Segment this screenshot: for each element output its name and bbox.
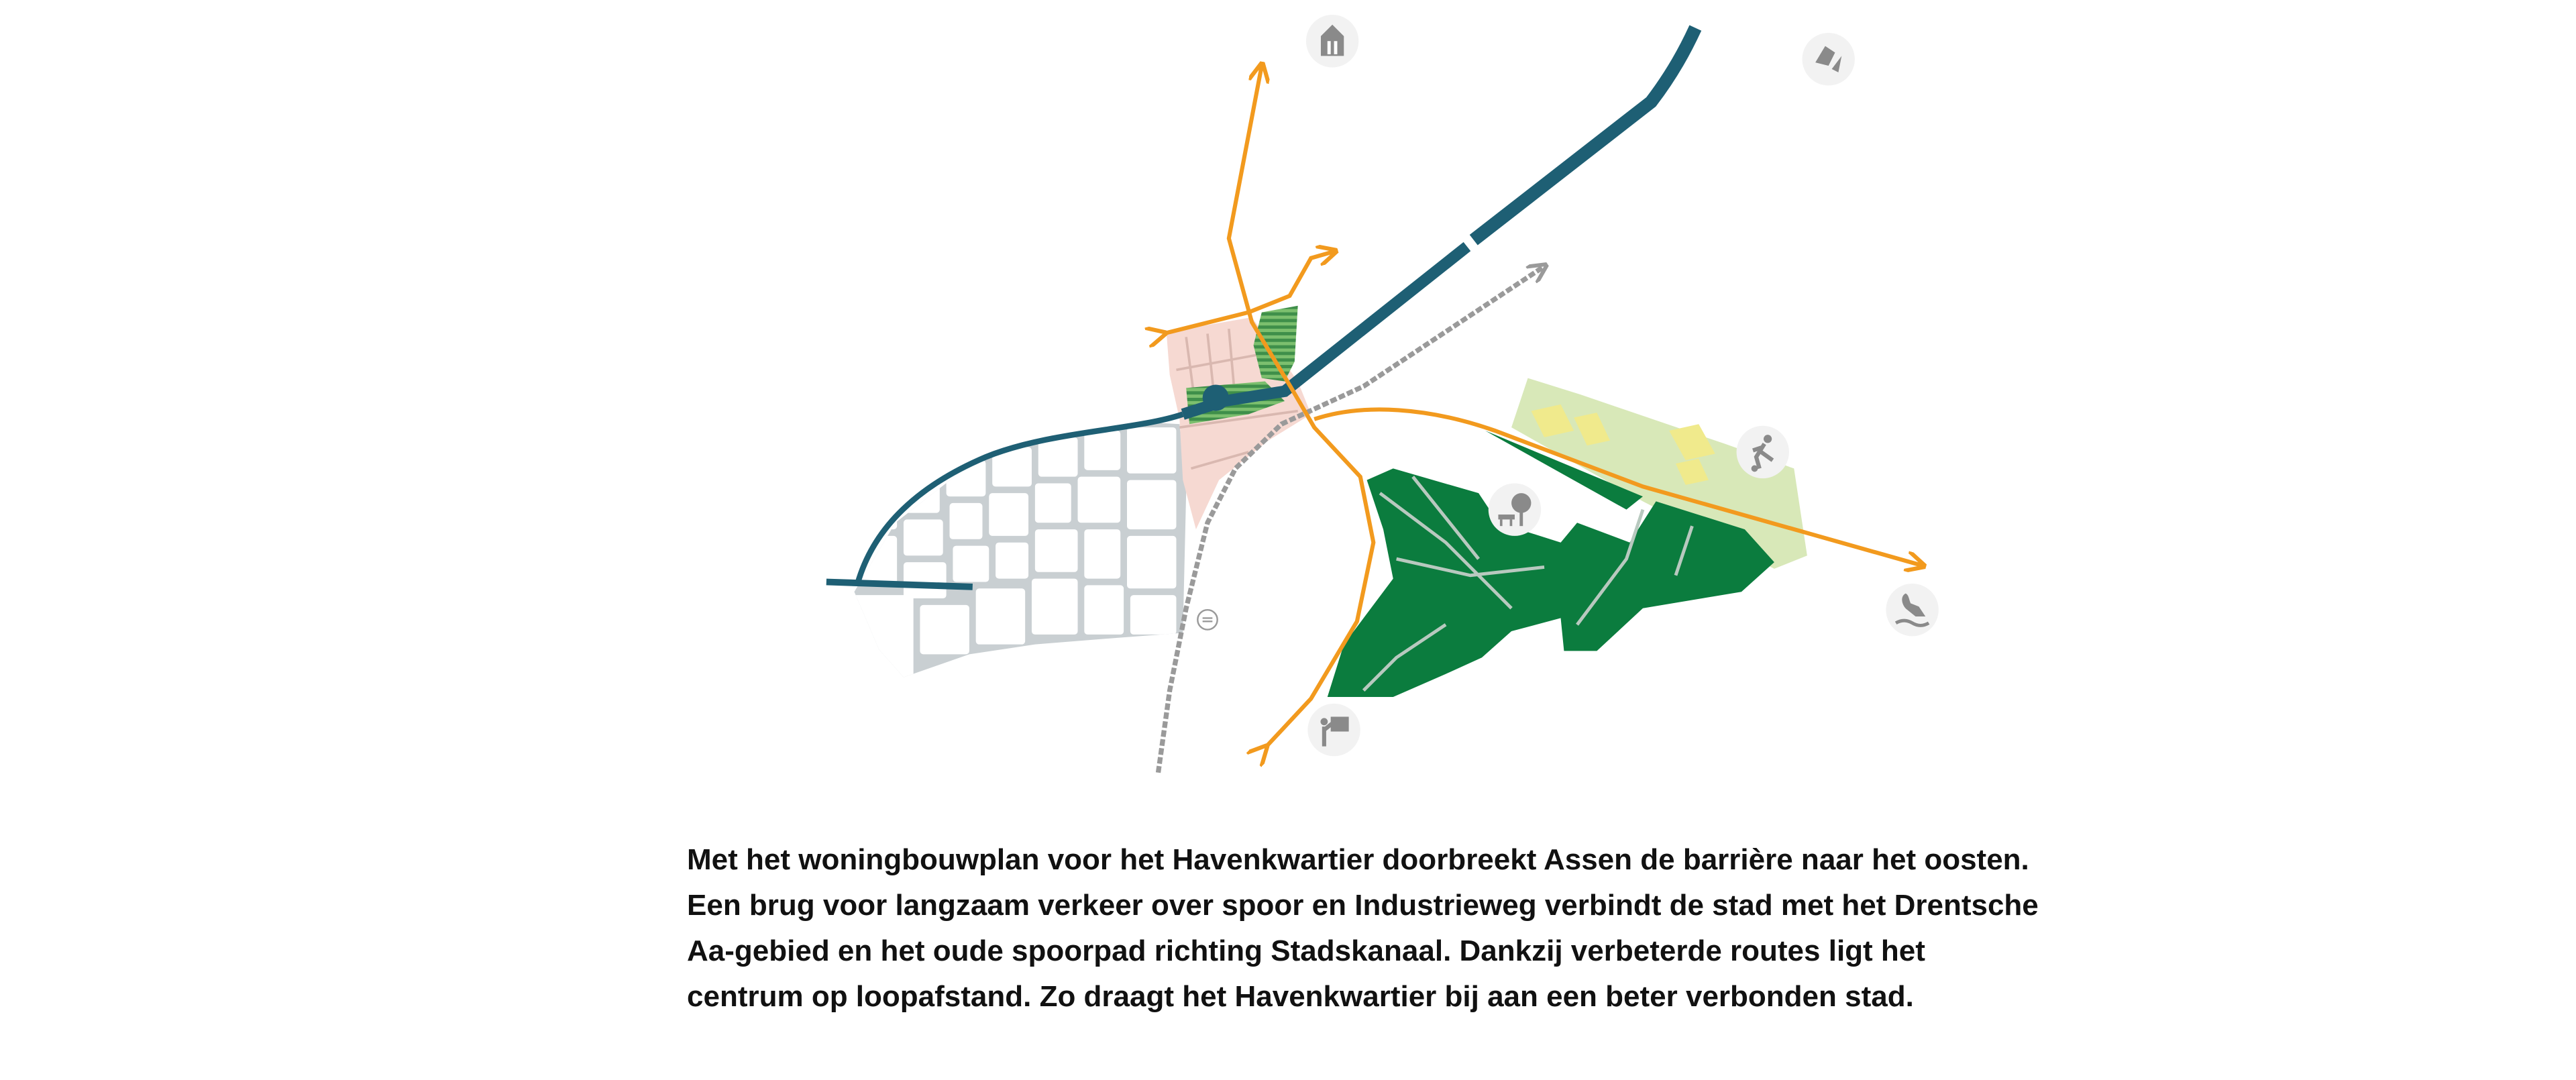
caption-line: centrum op loopafstand. Zo draagt het Ha… — [687, 980, 1914, 1013]
park-bench-tree-icon — [1488, 483, 1542, 536]
sports-fields — [1531, 404, 1715, 485]
park-paths — [1362, 476, 1694, 692]
recycling-icon — [1802, 33, 1855, 86]
caption-line: Met het woningbouwplan voor het Havenkwa… — [687, 843, 2029, 876]
railway — [1155, 266, 1545, 773]
route-west-northeast — [1163, 252, 1334, 334]
football-player-icon — [1736, 425, 1789, 479]
caption: Met het woningbouwplan voor het Havenkwa… — [687, 837, 2230, 1020]
heron-water-icon — [1886, 583, 1939, 637]
green-strip-north — [1253, 305, 1298, 382]
caption-line: Aa-gebied en het oude spoorpad richting … — [687, 934, 1925, 967]
route-east — [1313, 407, 1922, 565]
train-station-icon — [1197, 608, 1218, 631]
slow-traffic-routes — [1163, 66, 1922, 748]
city-centre — [854, 422, 1187, 678]
connectivity-map — [826, 15, 1939, 773]
teacher-board-icon — [1307, 703, 1360, 757]
caption-line: Een brug voor langzaam verkeer over spoo… — [687, 889, 2039, 922]
housing-icon — [1305, 15, 1359, 68]
